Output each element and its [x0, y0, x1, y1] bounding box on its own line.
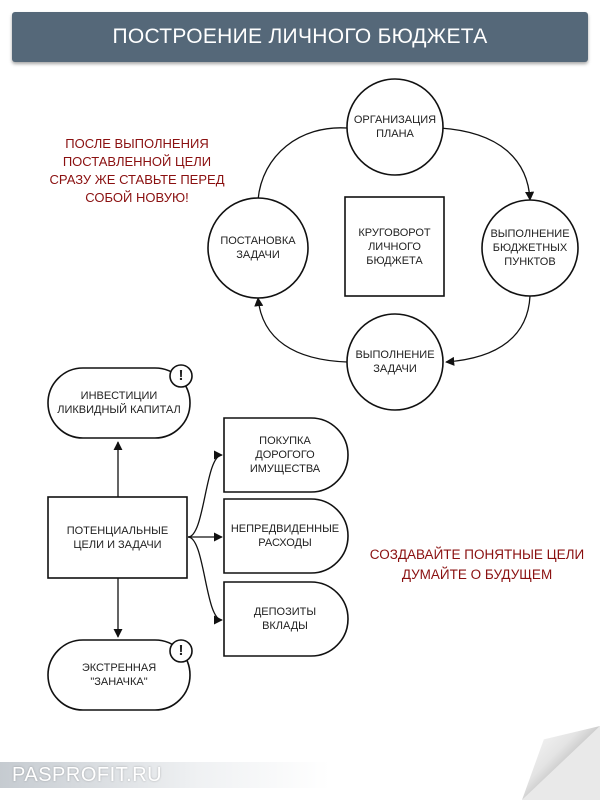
node-expensive-purchase: [223, 417, 349, 493]
label-investments: ИНВЕСТИЦИИ ЛИКВИДНЫЙ КАПИТАЛ: [57, 390, 181, 416]
node-potential-goals: [47, 496, 188, 579]
node-investments: [47, 367, 191, 439]
label-deposits: ДЕПОЗИТЫ ВКЛАДЫ: [253, 606, 317, 632]
arrow-bottom-to-left: [254, 297, 348, 363]
label-emergency-fund: ЭКСТРЕННАЯ "ЗАНАЧКА": [81, 662, 157, 688]
node-budget-cycle-center: [344, 196, 445, 297]
label-budget-items: ВЫПОЛНЕНИЕ БЮДЖЕТНЫХ ПУНКТОВ: [490, 228, 570, 268]
node-task-completion: [346, 313, 444, 411]
arrow-right-to-bottom: [445, 295, 531, 366]
warning-glyph: !: [178, 642, 184, 659]
arrow-root-to-purchase: [187, 450, 223, 538]
label-budget-cycle-center: КРУГОВОРОТ ЛИЧНОГО БЮДЖЕТА: [358, 226, 431, 267]
note-clear-goals: СОЗДАВАЙТЕ ПОНЯТНЫЕ ЦЕЛИ ДУМАЙТЕ О БУДУЩ…: [369, 547, 585, 582]
node-task-setting: [207, 197, 309, 299]
warning-icon: [169, 639, 193, 663]
watermark: PASPROFIT.RU: [12, 764, 163, 786]
node-unexpected-expenses: [223, 498, 349, 574]
label-plan-organization: ОРГАНИЗАЦИЯ ПЛАНА: [353, 114, 437, 140]
watermark-band: [0, 762, 330, 788]
note-new-goal: ПОСЛЕ ВЫПОЛНЕНИЯ ПОСТАВЛЕННОЙ ЦЕЛИ СРАЗУ…: [49, 136, 225, 205]
page-title: ПОСТРОЕНИЕ ЛИЧНОГО БЮДЖЕТА: [112, 25, 488, 48]
label-task-completion: ВЫПОЛНЕНИЕ ЗАДАЧИ: [355, 349, 435, 375]
label-task-setting: ПОСТАНОВКА ЗАДАЧИ: [220, 235, 296, 261]
label-potential-goals: ПОТЕНЦИАЛЬНЫЕ ЦЕЛИ И ЗАДАЧИ: [66, 524, 169, 551]
node-emergency-fund: [47, 639, 191, 711]
warning-icon: [169, 364, 193, 388]
title-banner: ПОСТРОЕНИЕ ЛИЧНОГО БЮДЖЕТА: [12, 12, 588, 62]
arrow-top-to-right: [439, 127, 535, 201]
label-unexpected-expenses: НЕПРЕДВИДЕННЫЕ РАСХОДЫ: [230, 523, 340, 549]
label-expensive-purchase: ПОКУПКА ДОРОГОГО ИМУЩЕСТВА: [249, 435, 321, 475]
node-plan-organization: [346, 78, 444, 176]
arrow-left-to-top: [257, 127, 348, 201]
node-budget-items: [481, 199, 579, 297]
warning-glyph: !: [178, 367, 184, 384]
node-deposits: [223, 581, 349, 657]
arrow-root-to-deposits: [187, 536, 223, 625]
